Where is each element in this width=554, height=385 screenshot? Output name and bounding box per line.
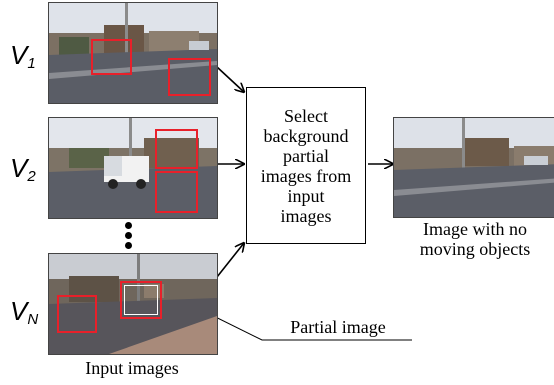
partial-box-vn-b — [120, 281, 162, 319]
input-label-v1: V1 — [10, 40, 36, 72]
arrow-v1-to-process — [216, 66, 244, 92]
output-caption: Image with no moving objects — [419, 219, 531, 259]
input-label-v2: V2 — [10, 153, 36, 185]
input-image-vn — [48, 253, 218, 355]
ellipsis-dot — [125, 232, 132, 239]
output-image — [393, 117, 554, 218]
partial-image-label: Partial image — [290, 317, 386, 337]
input-images-caption: Input images — [85, 358, 179, 378]
arrow-vn-to-process — [216, 243, 244, 278]
partial-box-v1-a — [91, 39, 132, 75]
input-image-v2 — [48, 117, 218, 219]
ellipsis-dot — [125, 242, 132, 249]
partial-box-v2-a — [155, 129, 198, 169]
process-text: Select background partial images from in… — [260, 105, 352, 226]
partial-box-vn-b-inner — [124, 285, 158, 315]
partial-box-vn-a — [57, 295, 97, 333]
input-image-v1 — [48, 2, 218, 104]
partial-box-v2-b — [155, 171, 198, 213]
partial-box-v1-b — [168, 58, 211, 96]
input-label-vn: VN — [10, 296, 39, 328]
ellipsis-dot — [125, 222, 132, 229]
process-box: Select background partial images from in… — [246, 87, 366, 244]
